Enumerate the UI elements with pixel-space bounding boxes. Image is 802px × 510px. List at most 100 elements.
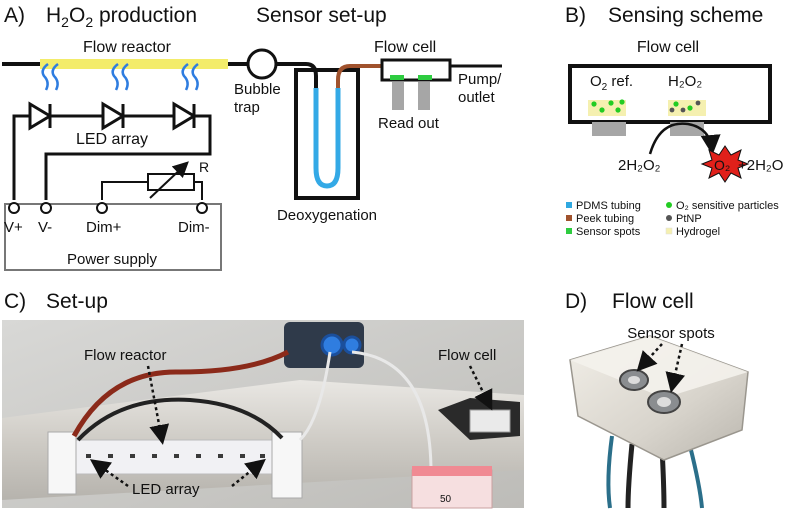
panel-c: C) Set-up 50 Flow reactor Flow	[2, 290, 524, 509]
bubble-trap-label-1: Bubble	[234, 81, 281, 98]
legend-swatch-pdms	[566, 202, 572, 208]
reaction-product: +2H₂O	[738, 157, 783, 174]
blue-fitting-2	[342, 335, 362, 355]
c-flow-reactor-label: Flow reactor	[84, 347, 167, 364]
sensor-setup-title: Sensor set-up	[256, 4, 387, 27]
legend-peek: Peek tubing	[576, 213, 634, 225]
read-out-2	[418, 82, 430, 110]
flow-reactor-segment	[40, 59, 228, 69]
legend-swatch-o2	[666, 202, 672, 208]
panel-d: D) Flow cell Sensor spots	[565, 290, 749, 509]
flow-cell-photo	[469, 409, 511, 433]
terminal-dim-plus	[96, 202, 108, 214]
black-cable	[76, 397, 284, 442]
flow-reactor-label: Flow reactor	[83, 39, 172, 56]
c-led-array-label: LED array	[132, 481, 200, 498]
panel-a: A) H2O2 production Flow reactor LED arra…	[2, 4, 248, 271]
panel-b-letter: B)	[565, 4, 586, 27]
red-cable	[71, 349, 290, 438]
legend-o2: O₂ sensitive particles	[676, 200, 779, 212]
beaker-cap	[412, 466, 492, 476]
reactor-holder-left	[47, 431, 77, 495]
terminal-dim-minus	[196, 202, 208, 214]
flow-cell-label: Flow cell	[374, 39, 436, 56]
power-supply-box	[4, 203, 222, 271]
led-circuit-wire	[12, 114, 212, 200]
tube-1	[298, 351, 332, 442]
c-flow-cell-label: Flow cell	[438, 347, 496, 364]
panel-a-title: H2O2 production	[46, 4, 197, 30]
flow-cell-top	[570, 336, 748, 398]
terminal-v-plus	[8, 202, 20, 214]
dim-minus-wire	[194, 181, 203, 200]
deoxygenation-label: Deoxygenation	[277, 207, 377, 224]
dim-plus-wire	[101, 181, 148, 200]
panel-b: B) Sensing scheme Flow cell O2 ref. H₂O₂…	[565, 4, 783, 238]
sensor-spot-photo-1-center	[628, 376, 640, 384]
blue-fitting	[320, 333, 344, 357]
bubble-trap-label-2: trap	[234, 99, 260, 116]
v-minus-label: V-	[38, 219, 52, 236]
b-flow-cell-label: Flow cell	[637, 39, 699, 56]
sensor-spot-photo-2-center	[657, 397, 671, 407]
panel-c-letter: C)	[4, 290, 26, 313]
reaction-arrow	[648, 122, 721, 155]
sensor-spot-2	[418, 75, 432, 80]
light-emission-icons	[41, 63, 199, 91]
pdms-tubing-coil	[313, 88, 341, 189]
power-supply-label: Power supply	[67, 251, 158, 268]
dim-plus-label: Dim+	[86, 219, 122, 236]
pump-label-1: Pump/	[458, 71, 502, 88]
sensor-spot-1	[390, 75, 404, 80]
d-sensor-spots-label: Sensor spots	[627, 325, 715, 342]
read-out-label: Read out	[378, 115, 440, 132]
reaction-o2: O₂	[714, 157, 730, 173]
dim-minus-label: Dim-	[178, 219, 210, 236]
reaction-star-icon	[700, 145, 750, 183]
panel-a-letter: A)	[4, 4, 25, 27]
read-out-1	[392, 82, 404, 110]
o2-ref-label: O2 ref.	[590, 73, 633, 93]
b-readout-ref	[592, 122, 626, 136]
bubble-trap	[246, 48, 278, 80]
ptnp-particles	[669, 100, 701, 113]
resistor	[147, 173, 195, 191]
variable-arrow-icon	[149, 161, 189, 199]
legend-swatch-hydrogel	[665, 227, 673, 235]
peek-tubing	[336, 64, 382, 88]
legend-ptnp: PtNP	[676, 213, 702, 225]
deoxygenation-vessel	[294, 68, 360, 200]
legend-pdms: PDMS tubing	[576, 200, 641, 212]
resistor-label: R	[199, 159, 209, 175]
beaker-mark: 50	[440, 494, 452, 505]
reactor-holder-right	[271, 431, 303, 499]
led-row-photo	[86, 454, 265, 458]
c-flow-cell-arrow	[468, 365, 493, 411]
c-led-arrow-right	[231, 458, 266, 487]
legend-swatch-ptnp	[666, 215, 672, 221]
panel-sensor-setup: Sensor set-up Bubble trap Deoxygenation …	[234, 4, 502, 224]
legend-hydrogel: Hydrogel	[676, 226, 720, 238]
c-flow-reactor-arrow	[146, 365, 170, 445]
legend: PDMS tubing Peek tubing Sensor spots O₂ …	[566, 200, 779, 238]
panel-d-letter: D)	[565, 290, 587, 313]
beaker	[411, 469, 493, 509]
v-plus-label: V+	[4, 219, 23, 236]
legend-swatch-peek	[566, 215, 572, 221]
panel-b-title: Sensing scheme	[608, 4, 763, 27]
pump-label-2: outlet	[458, 89, 496, 106]
led-array-label: LED array	[76, 131, 148, 148]
tube-to-vessel	[276, 62, 318, 90]
reaction-reactant: 2H₂O₂	[618, 157, 661, 174]
o2-particles	[591, 99, 693, 113]
legend-sensor: Sensor spots	[576, 226, 641, 238]
panel-d-title: Flow cell	[612, 290, 694, 313]
panel-c-title: Set-up	[46, 290, 108, 313]
c-led-arrow-left	[89, 459, 129, 488]
terminal-v-minus	[40, 202, 52, 214]
d-arrow-2	[665, 343, 686, 393]
legend-swatch-sensor	[566, 228, 572, 234]
led-diodes	[28, 101, 197, 131]
h2o2-label: H₂O₂	[668, 73, 702, 90]
